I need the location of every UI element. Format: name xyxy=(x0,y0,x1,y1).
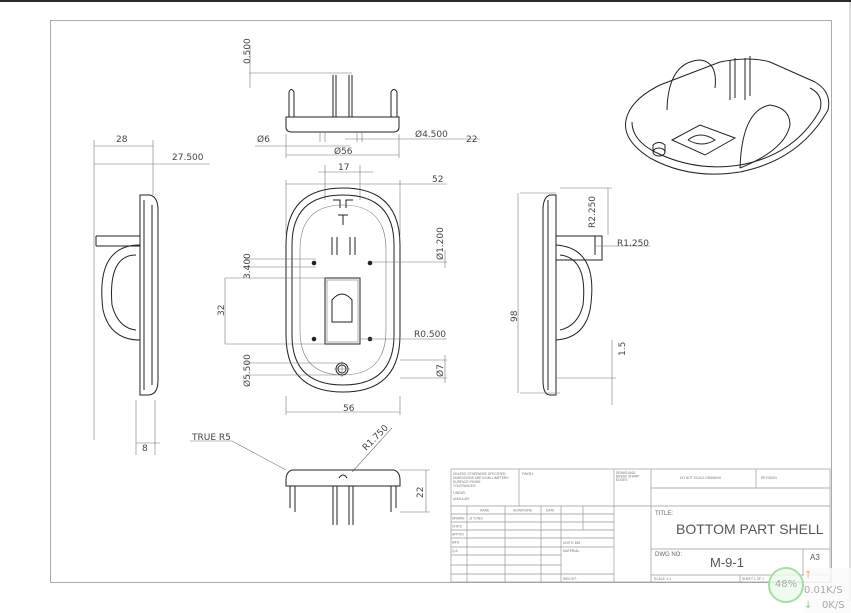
sheet-border xyxy=(50,20,832,583)
bottom-view: TRUE R5 R1.750 22 xyxy=(190,423,430,525)
tb-title: BOTTOM PART SHELL xyxy=(676,521,824,537)
title-block: UNLESS OTHERWISE SPECIFIED: DIMENSIONS A… xyxy=(450,468,831,583)
tb-scale: SCALE: 1:1 xyxy=(654,577,671,581)
tb-units: UNITS: MM xyxy=(563,541,580,545)
window-top-bar xyxy=(0,0,851,2)
dim-27500: 27.500 xyxy=(172,153,204,163)
tb-sheet: SHEET 1 OF 1 xyxy=(742,577,764,581)
dim-r1750: R1.750 xyxy=(361,423,391,453)
dim-phi4500: Ø4.500 xyxy=(415,129,448,140)
tb-do-not-scale: DO NOT SCALE DRAWING xyxy=(680,476,722,480)
network-speed: ↑ 0.01K/S ↓ 0K/S xyxy=(804,568,851,613)
dim-22-top: 22 xyxy=(466,135,477,145)
usage-gauge[interactable]: 48% xyxy=(768,567,804,603)
tb-role-appvd: APPV'D xyxy=(452,533,464,537)
download-value: 0K/S xyxy=(821,600,845,611)
tb-finish: FINISH: xyxy=(522,472,534,476)
tb-role-qa: Q.A xyxy=(452,549,458,553)
upload-speed: ↑ 0.01K/S xyxy=(804,568,851,598)
dim-17: 17 xyxy=(338,163,349,173)
dim-phi56: Ø56 xyxy=(334,146,353,157)
scrollbar-edge[interactable] xyxy=(849,2,851,601)
tb-role-mfg: MFG xyxy=(452,541,460,545)
tb-weight: WEIGHT: xyxy=(563,577,577,581)
tb-dwg-no-label: DWG NO: xyxy=(655,552,682,558)
dim-28: 28 xyxy=(116,135,128,145)
tb-debur-1: DEBUR AND xyxy=(616,471,636,475)
dim-phi5500: Ø5.500 xyxy=(242,354,253,387)
tb-note-5: LINEAR: xyxy=(453,491,466,495)
dim-32: 32 xyxy=(217,305,227,316)
dim-1-5: 1.5 xyxy=(618,342,628,356)
network-monitor-widget[interactable]: 48% ↑ 0.01K/S ↓ 0K/S xyxy=(768,566,851,613)
dim-phi1200: Ø1.200 xyxy=(435,227,446,260)
tb-note-2: DIMENSIONS ARE IN MILLIMETERS xyxy=(453,476,509,480)
dim-52: 52 xyxy=(432,175,443,185)
dim-22-bottom: 22 xyxy=(416,487,426,498)
tb-debur-2: BREAK SHARP xyxy=(616,475,640,479)
dim-98: 98 xyxy=(510,310,520,322)
tb-material: MATERIAL: xyxy=(563,549,580,553)
arrow-up-icon: ↑ xyxy=(804,570,813,581)
dim-true-r5: TRUE R5 xyxy=(191,433,231,443)
dim-56: 56 xyxy=(343,404,355,414)
tb-header-date: DATE xyxy=(546,509,555,513)
dim-0500: 0.500 xyxy=(243,38,253,64)
dim-8: 8 xyxy=(142,444,148,454)
dim-r1250: R1.250 xyxy=(617,239,649,249)
tb-header-name: NAME xyxy=(480,509,490,513)
tb-role-drawn: DRAWN xyxy=(452,517,465,521)
download-speed: ↓ 0K/S xyxy=(804,598,851,613)
tb-size: A3 xyxy=(810,553,820,562)
tb-drawn-name: JJ YONG xyxy=(469,517,483,521)
tb-header-signature: SIGNATURE xyxy=(513,509,533,513)
tb-dwg-no: M-9-1 xyxy=(710,555,744,570)
dim-phi7: Ø7 xyxy=(435,364,446,377)
tb-title-label: TITLE: xyxy=(655,511,673,517)
arrow-down-icon: ↓ xyxy=(804,600,813,611)
tb-note-3: SURFACE FINISH: xyxy=(453,480,481,484)
right-side-view: R2.250 R1.250 98 1.5 xyxy=(510,187,650,405)
tb-note-1: UNLESS OTHERWISE SPECIFIED: xyxy=(453,472,506,476)
tb-debur-3: EDGES xyxy=(616,478,628,482)
left-side-view: 28 27.500 8 xyxy=(93,135,210,455)
dim-3400: 3.400 xyxy=(243,253,253,279)
tb-role-chkd: CHK'D xyxy=(452,525,463,529)
front-view: 0.500 Ø6 Ø4.500 22 Ø56 xyxy=(243,38,480,158)
dim-r2250: R2.250 xyxy=(588,196,598,228)
tb-revision: REVISION xyxy=(761,476,777,480)
plan-view: 17 52 3.400 32 R0.500 Ø5.500 Ø7 56 Ø1.20… xyxy=(217,163,447,415)
dim-r0500: R0.500 xyxy=(414,330,446,340)
tb-note-6: ANGULAR: xyxy=(453,497,470,501)
isometric-view xyxy=(625,56,830,175)
tb-note-4: TOLERANCES: xyxy=(453,484,476,488)
dim-phi6: Ø6 xyxy=(257,134,270,145)
upload-value: 0.01K/S xyxy=(804,585,843,596)
